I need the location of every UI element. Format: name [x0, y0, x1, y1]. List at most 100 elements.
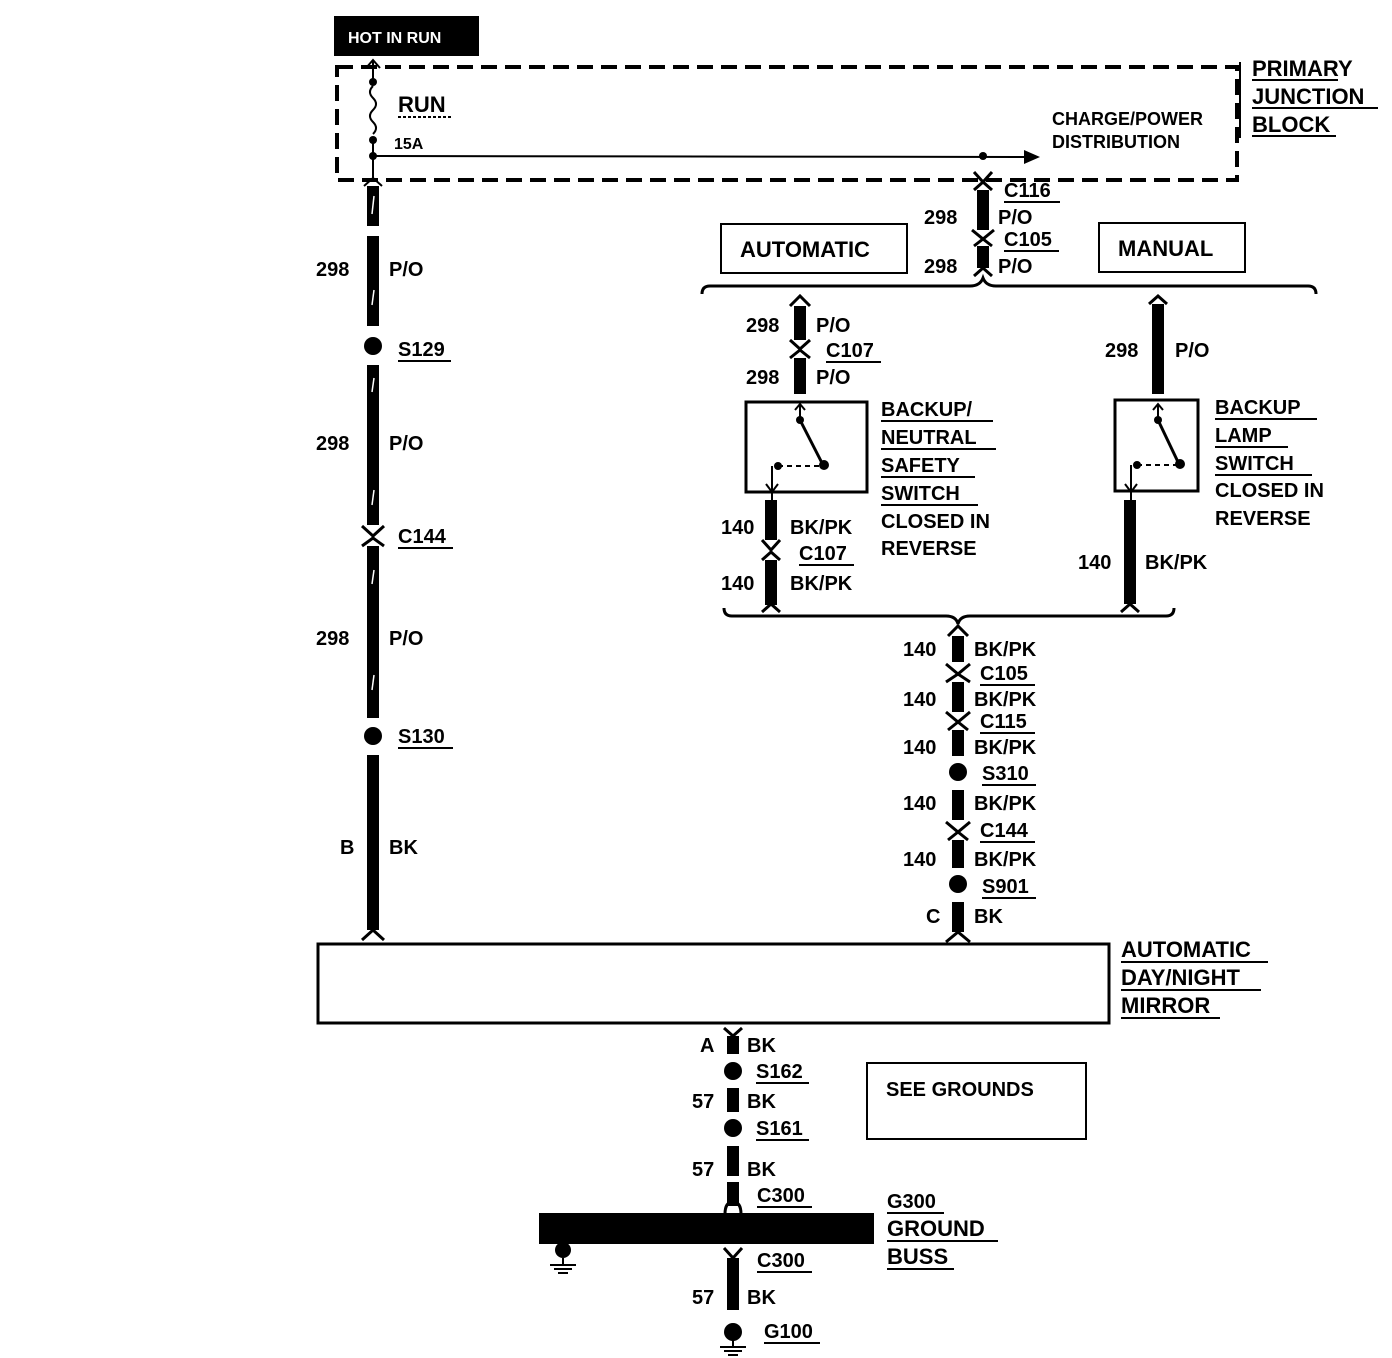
automatic-label: AUTOMATIC: [740, 237, 870, 262]
rp-w5-num: 140: [903, 849, 936, 871]
gp-w1-num: A: [700, 1035, 714, 1057]
pjb-label: PRIMARY JUNCTION BLOCK: [1239, 56, 1378, 138]
ab-switch-3: SAFETY: [881, 455, 961, 477]
rp-c115: C115: [980, 711, 1027, 733]
rp-w6-color: BK: [974, 906, 1003, 928]
gp-g300-1: G300: [887, 1191, 936, 1213]
backup-neutral-safety-switch: [744, 400, 869, 494]
c105-top-label: C105: [1004, 229, 1052, 251]
fuse-name: RUN: [398, 92, 446, 117]
gp-c300a: C300: [757, 1185, 805, 1207]
see-grounds-box: [866, 1062, 1087, 1140]
mb-switch-2: LAMP: [1215, 425, 1272, 447]
gp-w2-num: 57: [692, 1091, 714, 1113]
mb-note-2: REVERSE: [1215, 508, 1311, 530]
automatic-box: [720, 223, 908, 274]
mb-w1-num: 298: [1105, 340, 1138, 362]
manual-box: [1098, 222, 1246, 273]
hot-in-run-badge: [334, 16, 479, 56]
gp-g300-3: BUSS: [887, 1244, 948, 1269]
hot-in-run-label: HOT IN RUN: [348, 30, 441, 47]
manual-label: MANUAL: [1118, 236, 1213, 261]
gp-w2-color: BK: [747, 1091, 776, 1113]
pjb-line-1: PRIMARY: [1252, 56, 1353, 81]
mb-switch-3: SWITCH: [1215, 453, 1294, 475]
rp-c144: C144: [980, 820, 1029, 842]
gp-s162: S162: [756, 1061, 803, 1083]
return-path-wires: [945, 623, 971, 944]
right-top-wire: [971, 170, 995, 278]
rp-w1-num: 140: [903, 639, 936, 661]
mb-switch-1: BACKUP: [1215, 397, 1301, 419]
gp-c300b: C300: [757, 1250, 805, 1272]
gp-w4-num: 57: [692, 1287, 714, 1309]
left-wire: [360, 176, 386, 942]
auto-switch-contacts: [765, 416, 829, 500]
rt-w1-color: P/O: [998, 207, 1032, 229]
rt-w2-color: P/O: [998, 256, 1032, 278]
manual-switch-contacts: [1124, 416, 1185, 500]
mb-w1-color: P/O: [1175, 340, 1209, 362]
c116-label: C116: [1004, 180, 1051, 202]
charge-dist-line-1: CHARGE/POWER: [1052, 109, 1203, 129]
ab-w1-color: P/O: [816, 315, 850, 337]
rp-w4-color: BK/PK: [974, 793, 1037, 815]
primary-junction-block: [335, 65, 1239, 182]
rp-w5-color: BK/PK: [974, 849, 1037, 871]
gp-w4-color: BK: [747, 1287, 776, 1309]
lower-brace: [722, 607, 1176, 625]
mb-note-1: CLOSED IN: [1215, 480, 1324, 502]
gp-w1-color: BK: [747, 1035, 776, 1057]
rp-w2-color: BK/PK: [974, 689, 1037, 711]
mb-w2-color: BK/PK: [1145, 552, 1208, 574]
gp-s161: S161: [756, 1118, 803, 1140]
gp-w3-num: 57: [692, 1159, 714, 1181]
ab-c107a: C107: [826, 340, 874, 362]
pjb-line-2: JUNCTION: [1252, 84, 1364, 109]
ground-icon: [550, 1242, 576, 1274]
gp-g100: G100: [764, 1321, 813, 1343]
pjb-line-3: BLOCK: [1252, 112, 1330, 137]
left-w1-num: 298: [316, 259, 349, 281]
left-w4-num: B: [340, 837, 354, 859]
ab-w1-num: 298: [746, 315, 779, 337]
ab-switch-1: BACKUP/: [881, 399, 973, 421]
mirror-line-3: MIRROR: [1121, 993, 1210, 1018]
rt-w1-num: 298: [924, 207, 957, 229]
mb-w2-num: 140: [1078, 552, 1111, 574]
ab-w2-color: P/O: [816, 367, 850, 389]
backup-lamp-switch: [1113, 398, 1200, 493]
left-w4-color: BK: [389, 837, 418, 859]
ab-c107b: C107: [799, 543, 847, 565]
manual-branch-wires: [1120, 293, 1168, 614]
ab-w3-num: 140: [721, 517, 754, 539]
rp-w4-num: 140: [903, 793, 936, 815]
rt-w2-num: 298: [924, 256, 957, 278]
automatic-day-night-mirror: [316, 942, 1111, 1025]
mirror-line-1: AUTOMATIC: [1121, 937, 1251, 962]
rp-w2-num: 140: [903, 689, 936, 711]
rp-c105: C105: [980, 663, 1028, 685]
ab-switch-2: NEUTRAL: [881, 427, 977, 449]
ab-note-1: CLOSED IN: [881, 511, 990, 533]
rp-w3-num: 140: [903, 737, 936, 759]
ab-switch-4: SWITCH: [881, 483, 960, 505]
ab-w4-color: BK/PK: [790, 573, 853, 595]
upper-brace: [700, 273, 1318, 295]
left-w1-color: P/O: [389, 259, 423, 281]
charge-dist-line-2: DISTRIBUTION: [1052, 132, 1180, 152]
rp-w1-color: BK/PK: [974, 639, 1037, 661]
auto-branch-wires: [760, 293, 812, 614]
rp-w3-color: BK/PK: [974, 737, 1037, 759]
ground-path-wires: [720, 1026, 746, 1356]
ab-w2-num: 298: [746, 367, 779, 389]
ab-w3-color: BK/PK: [790, 517, 853, 539]
left-w3-num: 298: [316, 628, 349, 650]
ab-w4-num: 140: [721, 573, 754, 595]
see-grounds-label: SEE GROUNDS: [886, 1079, 1034, 1101]
rp-s901: S901: [982, 876, 1029, 898]
ab-note-2: REVERSE: [881, 538, 977, 560]
left-s130: S130: [398, 726, 445, 748]
left-c144: C144: [398, 526, 447, 548]
